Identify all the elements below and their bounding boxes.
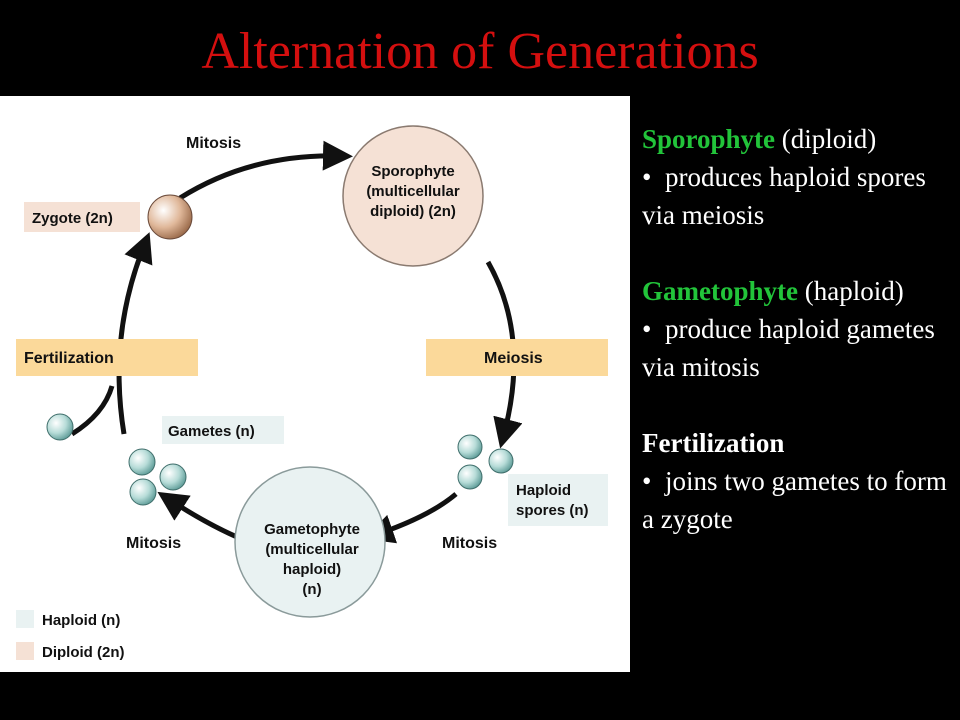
- note-heading: Gametophyte (haploid): [642, 272, 960, 310]
- mitosis-label-right: Mitosis: [442, 535, 497, 552]
- gametophyte-label-3: haploid): [283, 561, 341, 578]
- note-qualifier: (haploid): [797, 276, 904, 306]
- arrow-spores-to-gametophyte: [363, 492, 458, 544]
- gametophyte-label-2: (multicellular: [265, 541, 359, 558]
- arrow-zygote-to-sporophyte: [178, 140, 353, 201]
- note-bullet: • produces haploid spores via meiosis: [642, 162, 926, 230]
- sporophyte-label-2: (multicellular: [366, 183, 460, 200]
- spore-cell: [488, 448, 514, 474]
- gametes-label-box: [162, 416, 284, 444]
- slide-title: Alternation of Generations: [201, 23, 759, 80]
- note-sporophyte: Sporophyte (diploid) • produces haploid …: [642, 120, 960, 234]
- spore-cell: [457, 464, 483, 490]
- mitosis-label-left: Mitosis: [126, 535, 181, 552]
- note-term: Sporophyte: [642, 124, 776, 154]
- meiosis-bar: [426, 339, 608, 376]
- arrow-gametophyte-to-gametes: [157, 491, 245, 543]
- meiosis-label: Meiosis: [484, 350, 543, 367]
- note-fertilization: Fertilization • joins two gametes to for…: [642, 424, 960, 538]
- note-heading: Sporophyte (diploid): [642, 120, 960, 158]
- sporophyte-label-1: Sporophyte: [371, 163, 454, 180]
- side-notes: Sporophyte (diploid) • produces haploid …: [642, 120, 960, 576]
- arrow-gamete-fusion: [70, 385, 115, 437]
- note-gametophyte: Gametophyte (haploid) • produce haploid …: [642, 272, 960, 386]
- legend-haploid-label: Haploid (n): [42, 612, 120, 629]
- note-qualifier: (diploid): [775, 124, 877, 154]
- note-bullet-text: produces haploid spores via meiosis: [642, 162, 926, 230]
- gametophyte-circle: [234, 466, 386, 618]
- haploid-spores-label-1: Haploid: [516, 482, 571, 499]
- spore-cell: [457, 434, 483, 460]
- note-bullet-text: joins two gametes to form a zygote: [642, 466, 947, 534]
- fertilization-bar: [16, 339, 198, 376]
- note-bullet: • produce haploid gametes via mitosis: [642, 314, 935, 382]
- gamete-cell: [128, 448, 156, 476]
- arrow-gametes-to-zygote: [116, 232, 153, 435]
- note-heading: Fertilization: [642, 424, 960, 462]
- zygote-label-box: [24, 202, 140, 232]
- life-cycle-diagram: Sporophyte (multicellular diploid) (2n) …: [0, 96, 630, 672]
- sporophyte-circle: [342, 125, 484, 267]
- gamete-cell: [129, 478, 157, 506]
- legend-haploid-swatch: [16, 610, 34, 628]
- gametophyte-label-4: (n): [302, 581, 321, 598]
- note-bullet-text: produce haploid gametes via mitosis: [642, 314, 935, 382]
- haploid-spores-label-2: spores (n): [516, 502, 589, 519]
- mitosis-label-top: Mitosis: [186, 135, 241, 152]
- gametophyte-label-1: Gametophyte: [264, 521, 360, 538]
- zygote-cell: [147, 194, 193, 240]
- haploid-spores-label-box: [508, 474, 608, 526]
- note-term: Fertilization: [642, 428, 785, 458]
- gametes-label: Gametes (n): [168, 423, 255, 440]
- gamete-cell: [46, 413, 74, 441]
- diagram-canvas: Sporophyte (multicellular diploid) (2n) …: [16, 125, 608, 661]
- note-bullet: • joins two gametes to form a zygote: [642, 466, 947, 534]
- note-term: Gametophyte: [642, 276, 798, 306]
- fertilization-label: Fertilization: [24, 350, 114, 367]
- legend-diploid-swatch: [16, 642, 34, 660]
- zygote-label: Zygote (2n): [32, 210, 113, 227]
- legend-diploid-label: Diploid (2n): [42, 644, 125, 661]
- sporophyte-label-3: diploid) (2n): [370, 203, 456, 220]
- gamete-cell: [159, 463, 187, 491]
